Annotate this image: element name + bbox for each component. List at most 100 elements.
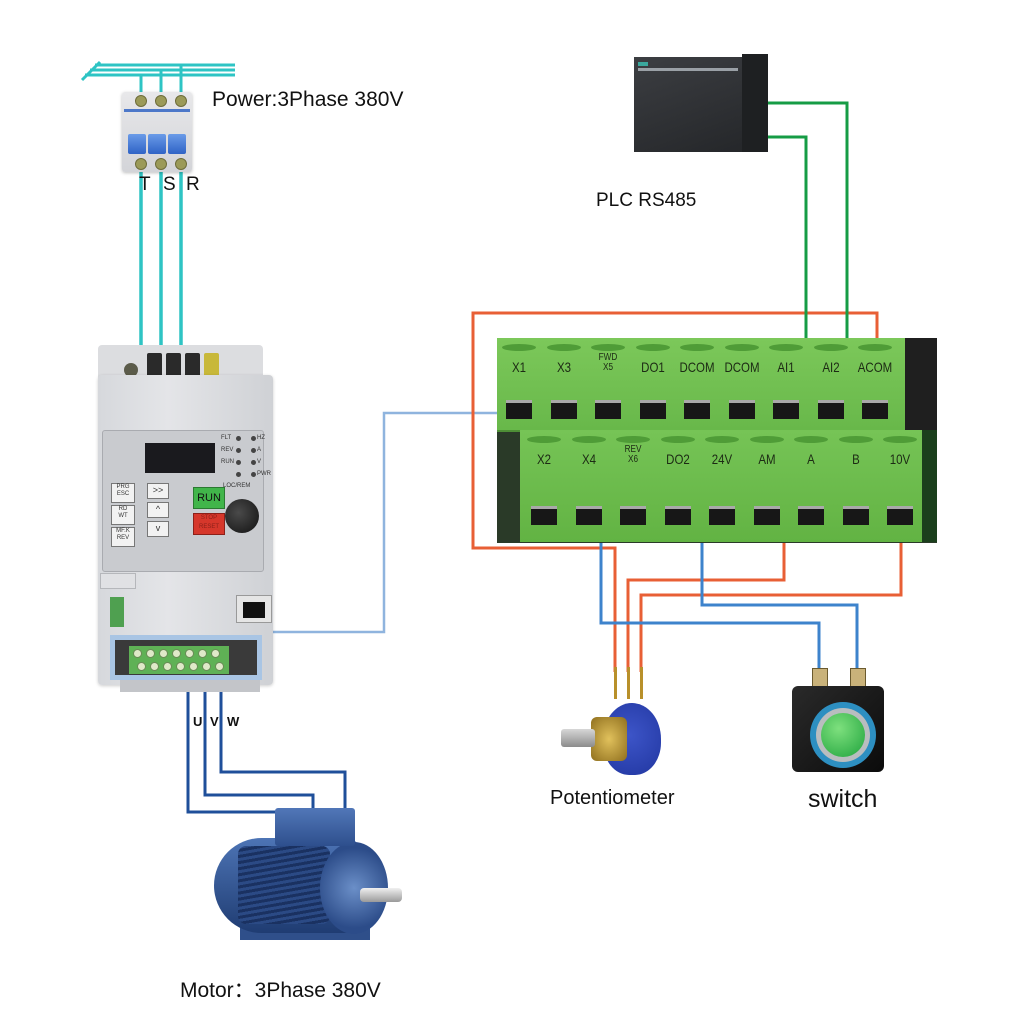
led-label: FLT: [221, 435, 232, 441]
green-push-button[interactable]: [821, 713, 865, 757]
breaker-handle[interactable]: [168, 134, 186, 154]
indicator-led: [251, 436, 256, 441]
motor-terminal-box: [275, 808, 355, 846]
knob-label: LOC/REM: [223, 483, 251, 489]
led-label: HZ: [257, 435, 265, 441]
nameplate-slot: [100, 573, 136, 589]
led-label: REV: [221, 447, 234, 453]
terminal-screw: [159, 649, 168, 658]
terminal-socket[interactable]: [753, 506, 780, 525]
terminal-screw-hole: [705, 436, 739, 443]
terminal-label-x4: X4: [581, 451, 596, 467]
terminal-screw: [137, 662, 146, 671]
terminal-screw: [198, 649, 207, 658]
terminal-label-b: B: [851, 451, 860, 467]
terminal-screw: [215, 662, 224, 671]
relay-terminal: [110, 597, 124, 627]
plc-device: [628, 32, 768, 157]
motor-shaft: [360, 888, 402, 902]
terminal-label-ai2: AI2: [821, 359, 840, 375]
up-arrow-key[interactable]: ^: [147, 502, 169, 518]
run-button[interactable]: RUN: [193, 487, 225, 509]
breaker-screw: [155, 158, 167, 170]
shift-key[interactable]: >>: [147, 483, 169, 499]
terminal-socket[interactable]: [728, 400, 755, 419]
led-display: [145, 443, 215, 473]
terminal-socket[interactable]: [773, 400, 799, 419]
push-switch[interactable]: [792, 668, 887, 773]
circuit-breaker: [122, 92, 192, 172]
board-edge: [922, 430, 937, 542]
terminal-label-24v: 24V: [711, 451, 733, 467]
breaker-screw: [135, 158, 147, 170]
terminal-socket[interactable]: [506, 400, 532, 419]
down-arrow-key[interactable]: v: [147, 521, 169, 537]
phase-label-w: W: [227, 714, 240, 729]
phase-label-s: S: [163, 174, 176, 195]
terminal-screw-hole: [724, 344, 759, 351]
terminal-socket[interactable]: [531, 506, 557, 525]
rj45-port[interactable]: [236, 595, 272, 623]
terminal-socket[interactable]: [862, 400, 888, 419]
terminal-screw-hole: [527, 436, 561, 443]
terminal-socket[interactable]: [842, 506, 869, 525]
plc-side: [742, 54, 768, 152]
breaker-handle[interactable]: [128, 134, 146, 154]
motor-fins: [238, 846, 330, 924]
terminal-label-acom: ACOM: [857, 359, 893, 375]
terminal-label-dcom: DCOM: [723, 359, 760, 375]
power-bus: [80, 60, 235, 95]
terminal-socket[interactable]: [639, 400, 666, 419]
potentiometer[interactable]: [555, 667, 665, 785]
terminal-screw-hole: [838, 436, 873, 443]
terminal-label-ai1: AI1: [777, 359, 795, 375]
pot-pin: [614, 667, 617, 699]
potentiometer-label: Potentiometer: [550, 787, 675, 809]
breaker-screw: [135, 95, 147, 107]
breaker-screw: [155, 95, 167, 107]
terminal-label-dcom: DCOM: [679, 359, 715, 375]
terminal-socket[interactable]: [575, 506, 602, 525]
rj45-socket: [243, 602, 265, 618]
indicator-led: [251, 460, 256, 465]
stop-label: STOP: [200, 515, 218, 521]
terminal-socket[interactable]: [709, 506, 735, 525]
terminal-screw: [150, 662, 159, 671]
terminal-label-10v: 10V: [889, 451, 911, 467]
terminal-socket[interactable]: [664, 506, 691, 525]
terminal-screw-hole: [680, 344, 714, 351]
board-edge: [905, 338, 937, 430]
led-label: A: [257, 447, 262, 453]
wire-10v-potentiometer: [639, 517, 903, 672]
terminal-socket[interactable]: [798, 506, 824, 525]
switch-label: switch: [808, 785, 878, 813]
key-label: MF.K: [116, 528, 130, 534]
terminal-screw-hole: [813, 344, 848, 351]
terminal-socket[interactable]: [817, 400, 844, 419]
led-label: PWR: [257, 471, 271, 477]
breaker-handle[interactable]: [148, 134, 166, 154]
terminal-socket[interactable]: [550, 400, 577, 419]
terminal-socket[interactable]: [684, 400, 710, 419]
terminal-socket[interactable]: [887, 506, 913, 525]
pot-shaft[interactable]: [561, 729, 595, 747]
speed-knob[interactable]: [225, 499, 259, 533]
power-feed-wires: [139, 170, 183, 352]
terminal-label-x3: X3: [556, 359, 571, 375]
terminal-socket[interactable]: [620, 506, 646, 525]
electric-motor: [210, 808, 410, 958]
control-terminal-area: [110, 635, 262, 680]
breaker-band: [124, 109, 190, 112]
wire-w: [219, 690, 347, 830]
terminal-socket[interactable]: [595, 400, 621, 419]
terminal-screw-hole: [546, 344, 581, 351]
terminal-screw: [146, 649, 155, 658]
plc-label: PLC RS485: [596, 190, 697, 211]
led-label: RUN: [221, 459, 234, 465]
indicator-led: [236, 448, 241, 453]
